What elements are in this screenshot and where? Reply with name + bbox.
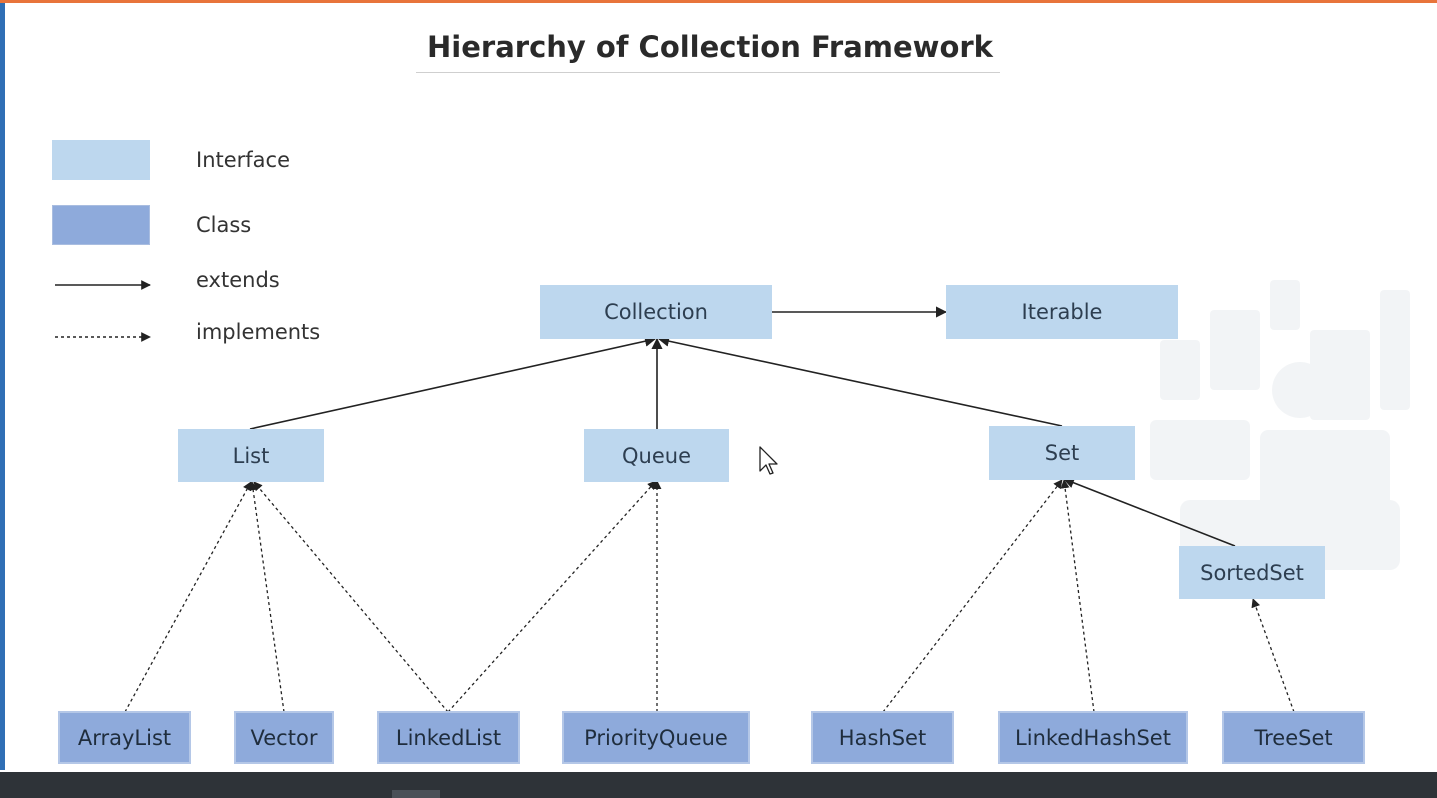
legend-interface-label: Interface [196, 148, 291, 172]
node-collection-label: Collection [604, 300, 708, 324]
node-vector: Vector [234, 711, 334, 764]
edge-hashset-set [882, 479, 1063, 713]
edge-list-collection [249, 335, 657, 430]
node-queue: Queue [584, 429, 729, 482]
top-accent-bar [0, 0, 1437, 3]
legend-extends-label: extends [196, 268, 280, 292]
bottom-taskbar-strip [0, 772, 1437, 798]
node-set-label: Set [1044, 441, 1080, 465]
node-treeset: TreeSet [1222, 711, 1365, 764]
legend-class-swatch [52, 205, 150, 245]
node-iterable-label: Iterable [1021, 300, 1103, 324]
node-sortedset: SortedSet [1179, 546, 1325, 599]
node-treeset-label: TreeSet [1254, 725, 1333, 750]
node-queue-label: Queue [622, 443, 691, 468]
node-priorityqueue-label: PriorityQueue [584, 725, 728, 750]
node-priorityqueue: PriorityQueue [562, 711, 750, 764]
edge-arraylist-list [124, 481, 252, 713]
node-list: List [178, 429, 324, 482]
edge-sortedset-set [1062, 477, 1236, 547]
edge-linkedlist-queue [447, 480, 657, 713]
node-vector-label: Vector [250, 725, 318, 750]
legend-class-label: Class [196, 213, 252, 237]
node-arraylist-label: ArrayList [77, 725, 172, 750]
left-accent-bar [0, 3, 5, 770]
node-sortedset-label: SortedSet [1200, 560, 1304, 585]
node-linkedlist: LinkedList [377, 711, 520, 764]
legend-interface-swatch [52, 140, 150, 180]
node-linkedhashset-label: LinkedHashSet [1015, 725, 1171, 750]
diagram-title: Hierarchy of Collection Framework [427, 30, 993, 64]
node-list-label: List [232, 443, 270, 468]
mouse-pointer-icon [759, 446, 778, 475]
node-collection: Collection [540, 285, 772, 339]
node-set: Set [989, 426, 1135, 480]
edge-vector-list [248, 481, 285, 713]
edge-set-collection [657, 335, 1063, 427]
node-hashset-label: HashSet [838, 725, 927, 750]
title-underline [416, 72, 1000, 73]
legend-implements-label: implements [196, 320, 321, 344]
edge-linkedhashset-set [1060, 479, 1095, 713]
node-linkedlist-label: LinkedList [395, 725, 502, 750]
taskbar-segment [392, 790, 440, 798]
node-hashset: HashSet [811, 711, 954, 764]
node-arraylist: ArrayList [58, 711, 191, 764]
node-linkedhashset: LinkedHashSet [998, 711, 1188, 764]
node-iterable: Iterable [946, 285, 1178, 339]
edge-treeset-sortedset [1251, 598, 1295, 713]
edge-linkedlist-list [253, 481, 449, 713]
